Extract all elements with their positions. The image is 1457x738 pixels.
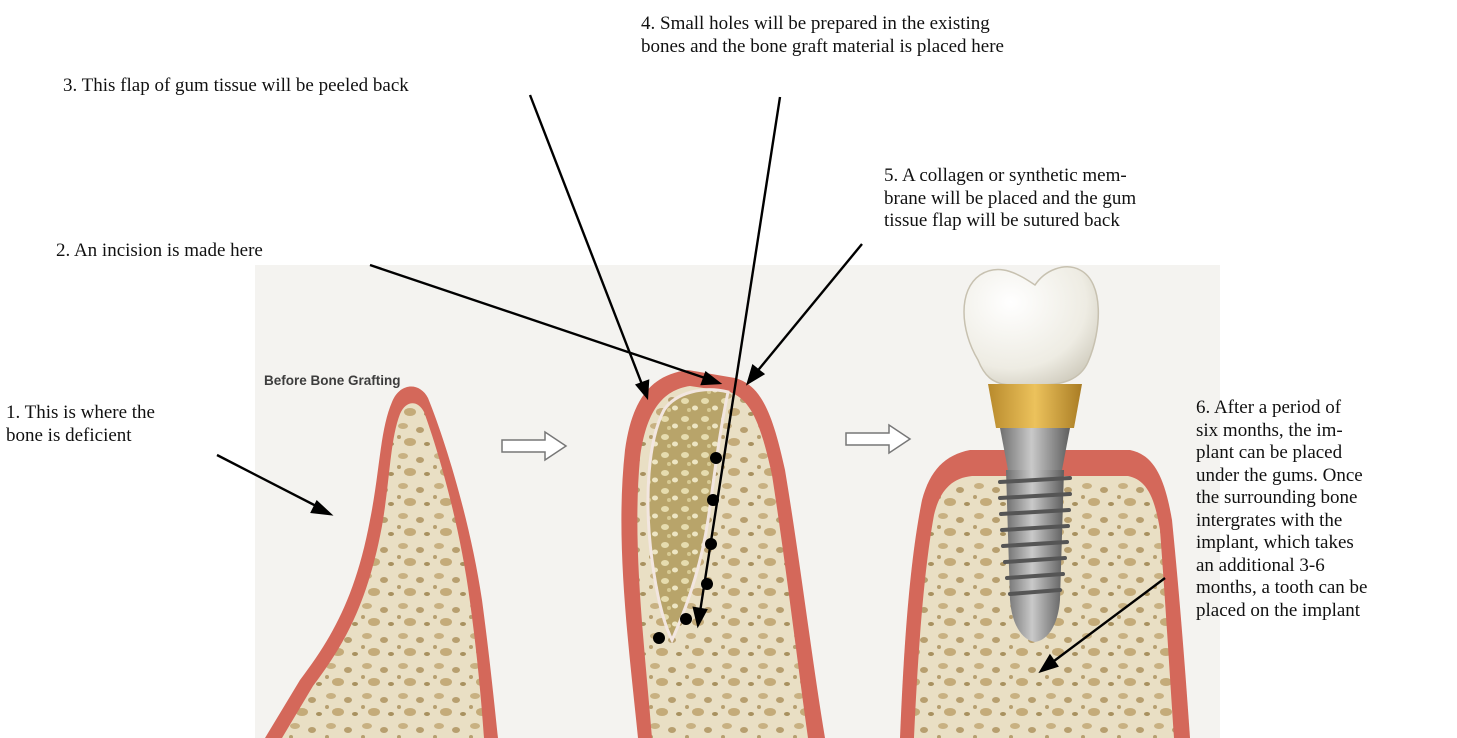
note-gum-flap: 3. This flap of gum tissue will be peele… (63, 75, 409, 98)
suture-dot-icon (710, 452, 722, 464)
note-implant: 6. After a period of six months, the im-… (1196, 397, 1368, 622)
suture-dot-icon (680, 613, 692, 625)
suture-dot-icon (653, 632, 665, 644)
panel-caption: Before Bone Grafting (264, 373, 401, 388)
note-incision: 2. An incision is made here (56, 240, 263, 263)
implant-abutment (988, 384, 1082, 428)
implant-crown (964, 267, 1098, 385)
note-bone-graft: 4. Small holes will be prepared in the e… (641, 13, 1004, 58)
note-membrane: 5. A collagen or synthetic mem- brane wi… (884, 165, 1136, 233)
note-bone-deficient: 1. This is where the bone is deficient (6, 402, 155, 447)
